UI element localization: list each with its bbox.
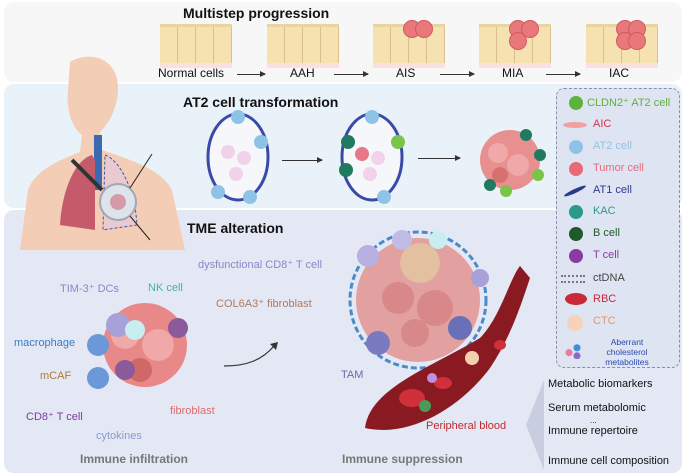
nk-cell-label: NK cell [148, 282, 183, 294]
col6a3-fibroblast-label: COL6A3⁺ fibroblast [216, 298, 312, 310]
legend-item: ctDNA [557, 269, 679, 289]
at2-cell-icon [569, 140, 583, 154]
ctc-icon [567, 315, 583, 331]
biomarker-item: Metabolic biomarkers [548, 378, 653, 390]
progression-arrow [546, 71, 581, 77]
tumor-cell [509, 32, 527, 50]
legend-item: CLDN2⁺ AT2 cell [557, 93, 679, 113]
stage-label: AIS [396, 66, 416, 80]
at2-transformation-title: AT2 cell transformation [183, 94, 339, 110]
mcaf-label: mCAF [40, 370, 72, 382]
multistep-progression-title: Multistep progression [183, 5, 330, 21]
legend-label: ctDNA [593, 272, 625, 284]
legend-label: CLDN2⁺ AT2 cell [587, 97, 671, 109]
immune-suppression-tumor [348, 230, 530, 430]
cholesterol-metabolites-icon [565, 343, 585, 359]
legend-label: B cell [593, 227, 620, 239]
legend-item: AIC [557, 115, 679, 135]
tumor-cluster [480, 129, 546, 197]
legend-label: AT1 cell [593, 184, 632, 196]
immune-infiltration-title: Immune infiltration [80, 452, 188, 466]
progression-arrow [440, 71, 475, 77]
legend-item: RBC [557, 290, 679, 310]
fibroblast-label: fibroblast [170, 405, 215, 417]
stage-label: MIA [502, 66, 524, 80]
legend-label: AT2 cell [593, 140, 632, 152]
biomarker-item: Immune repertoire [548, 425, 638, 437]
t-cell-icon [569, 249, 583, 263]
arrow [418, 155, 461, 161]
legend-item: B cell [557, 224, 679, 244]
legend-label: KAC [593, 205, 616, 217]
tumor-cell-icon [569, 162, 583, 176]
rbc-icon [565, 293, 587, 305]
stage-label: IAC [609, 66, 630, 80]
legend-label: RBC [593, 293, 617, 305]
legend-label: Tumor cell [593, 162, 644, 174]
immune-suppression-title: Immune suppression [342, 452, 463, 466]
legend-label: AIC [593, 118, 612, 130]
legend-label: Aberrant cholesterol metabolites [605, 337, 649, 367]
tam-label: TAM [341, 369, 364, 381]
tumor-cell [628, 32, 646, 50]
legend-item: Tumor cell [557, 159, 679, 179]
progression-arrow [334, 71, 369, 77]
tme-alteration-title: TME alteration [187, 220, 284, 236]
epithelium-normal-cells [160, 24, 232, 68]
legend-item: AT1 cell [557, 181, 679, 201]
dysfunctional-cd8-t-cell-label: dysfunctional CD8⁺ T cell [198, 259, 323, 271]
curved-arrow [223, 342, 278, 367]
cytokines-label: cytokines [96, 430, 142, 442]
biomarker-item: Immune cell composition [548, 455, 670, 467]
legend-item: Aberrant cholesterol metabolites [557, 337, 679, 367]
biomarker-item: Serum metabolomic [548, 402, 646, 414]
kac-icon [569, 205, 583, 219]
macrophage-label: macrophage [14, 337, 76, 349]
peripheral-blood-label: Peripheral blood [426, 420, 507, 432]
stage-label: AAH [290, 66, 315, 80]
legend-label: T cell [593, 249, 620, 261]
ellipsis: ... [590, 416, 597, 425]
tumor-cell [415, 20, 433, 38]
ctdna-icon [561, 275, 585, 283]
alveolus-transforming [339, 110, 405, 204]
immune-infiltration-cluster [87, 303, 188, 389]
b-cell-icon [569, 227, 583, 241]
aic-icon [563, 122, 587, 128]
legend-item: AT2 cell [557, 137, 679, 157]
magnifier-handle [70, 158, 104, 192]
epithelium-aah [267, 24, 339, 68]
tim3-dcs-label: TIM-3⁺ DCs [60, 283, 119, 295]
legend-item: T cell [557, 246, 679, 266]
legend-item: KAC [557, 202, 679, 222]
alveolus-normal [206, 110, 270, 204]
biomarker-pointer [526, 380, 544, 470]
cd8-t-cell-label: CD8⁺ T cell [26, 411, 83, 423]
legend-item: CTC [557, 312, 679, 332]
multistep-progression-panel [4, 2, 682, 82]
legend-label: CTC [593, 315, 616, 327]
at1-cell-icon [563, 184, 587, 198]
trachea [94, 135, 102, 190]
human-torso-illustration [20, 56, 185, 251]
stage-label: Normal cells [158, 66, 225, 80]
cldn2-at2-cell-icon [569, 96, 583, 110]
tumor-cell [521, 20, 539, 38]
arrow [282, 157, 323, 163]
progression-arrow [237, 71, 266, 77]
